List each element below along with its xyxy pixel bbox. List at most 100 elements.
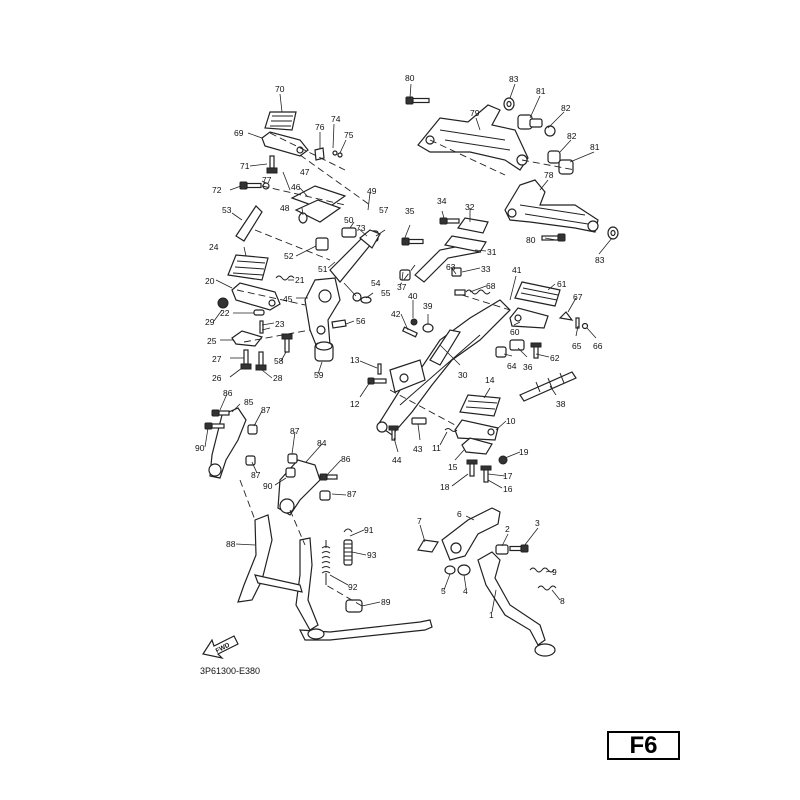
callout-18: 18 <box>440 482 450 492</box>
callout-91: 91 <box>364 525 374 535</box>
callout-41: 41 <box>512 265 522 275</box>
plate-53 <box>235 205 263 242</box>
spring-21 <box>275 275 295 281</box>
callout-68: 68 <box>486 281 496 291</box>
callout-11: 11 <box>432 443 441 453</box>
callout-49: 49 <box>367 186 377 196</box>
callout-6: 6 <box>457 509 462 519</box>
callout-50: 50 <box>344 215 354 225</box>
bolt-34-35 <box>401 217 460 246</box>
callout-89: 89 <box>381 597 391 607</box>
callout-25: 25 <box>207 336 217 346</box>
callout-58: 58 <box>274 356 284 366</box>
diagram-code: 3P61300-E380 <box>200 666 261 676</box>
callout-83-bottom: 83 <box>595 255 605 265</box>
pad-32 <box>456 217 489 234</box>
footrest-rubber-24 <box>227 254 269 281</box>
callout-74: 74 <box>331 114 341 124</box>
callout-72: 72 <box>212 185 222 195</box>
callout-24: 24 <box>209 242 219 252</box>
callout-33: 33 <box>481 264 491 274</box>
callout-75: 75 <box>344 130 354 140</box>
callout-67: 67 <box>573 292 583 302</box>
callout-10: 10 <box>506 416 516 426</box>
callout-93: 93 <box>367 550 377 560</box>
callout-60: 60 <box>510 327 520 337</box>
callout-17: 17 <box>503 471 513 481</box>
bolt-58 <box>281 333 293 353</box>
callout-15: 15 <box>448 462 458 472</box>
bolt-2 <box>495 544 509 555</box>
callout-73: 73 <box>356 223 366 233</box>
callout-80-top: 80 <box>405 73 415 83</box>
bolt-62-64 <box>495 339 542 359</box>
callout-53: 53 <box>222 205 232 215</box>
callout-30: 30 <box>458 370 468 380</box>
bolts-43-44 <box>388 417 427 441</box>
spring-92 <box>321 540 331 585</box>
callout-13: 13 <box>350 355 360 365</box>
pin-11-19 <box>444 428 508 465</box>
callout-82-top: 82 <box>561 103 571 113</box>
bolt-80-right <box>541 233 566 242</box>
spring-68 <box>465 289 491 295</box>
fwd-arrow-icon: FWD <box>202 635 239 660</box>
side-stand-1 <box>477 551 556 657</box>
callout-90-right: 90 <box>263 481 273 491</box>
callout-56: 56 <box>356 316 366 326</box>
bolt-3 <box>509 544 529 553</box>
callout-87-b: 87 <box>251 470 261 480</box>
plate-25 <box>231 330 264 347</box>
callout-31: 31 <box>487 247 497 257</box>
pillion-footrest-bracket-79 <box>417 104 529 171</box>
collar-59 <box>314 341 334 362</box>
callout-77: 77 <box>262 175 272 185</box>
stopper-89 <box>345 599 363 613</box>
callout-12: 12 <box>350 399 360 409</box>
callout-83-top: 83 <box>509 74 519 84</box>
callout-64: 64 <box>507 361 517 371</box>
callout-57: 57 <box>379 205 389 215</box>
bolt-26-27-28 <box>240 349 267 371</box>
bolt-72 <box>239 181 270 190</box>
callout-1: 1 <box>489 610 494 620</box>
callout-55: 55 <box>381 288 391 298</box>
callout-84: 84 <box>317 438 327 448</box>
callout-70: 70 <box>275 84 285 94</box>
callout-86-right: 86 <box>341 454 351 464</box>
callout-29: 29 <box>205 317 215 327</box>
callout-3: 3 <box>535 518 540 528</box>
callout-79: 79 <box>470 108 480 118</box>
callout-20: 20 <box>205 276 215 286</box>
callout-87-d: 87 <box>347 489 357 499</box>
callout-43: 43 <box>413 444 423 454</box>
washer-83-top <box>503 97 515 111</box>
bolt-12-13 <box>367 363 387 385</box>
footrest-10 <box>454 419 499 441</box>
rod-38 <box>519 371 577 402</box>
callout-23: 23 <box>275 319 285 329</box>
callout-5: 5 <box>441 586 446 596</box>
callout-51: 51 <box>318 264 328 274</box>
callout-82-right: 82 <box>567 131 577 141</box>
pin-91 <box>343 528 353 533</box>
bolt-80-top <box>405 96 430 105</box>
bolt-71 <box>266 155 278 174</box>
ball-29 <box>217 297 229 309</box>
leader-lines <box>204 83 613 613</box>
callout-65: 65 <box>572 341 582 351</box>
spring-9 <box>529 567 555 573</box>
pin-22-23 <box>253 309 265 334</box>
callout-90-left: 90 <box>195 443 205 453</box>
center-stand-88 <box>237 514 433 641</box>
bracket-85 <box>208 407 247 479</box>
callout-71: 71 <box>240 161 250 171</box>
footrest-rubber-70 <box>264 111 297 131</box>
callout-27: 27 <box>212 354 222 364</box>
callout-28: 28 <box>273 373 283 383</box>
callout-labels: 1 2 3 4 5 6 7 8 9 10 11 12 13 14 15 16 1… <box>195 73 605 620</box>
bolt-16-17-18 <box>466 459 492 483</box>
footrest-bracket-45 <box>304 277 341 351</box>
callout-80-right: 80 <box>526 235 536 245</box>
washer-54-55 <box>352 292 372 304</box>
